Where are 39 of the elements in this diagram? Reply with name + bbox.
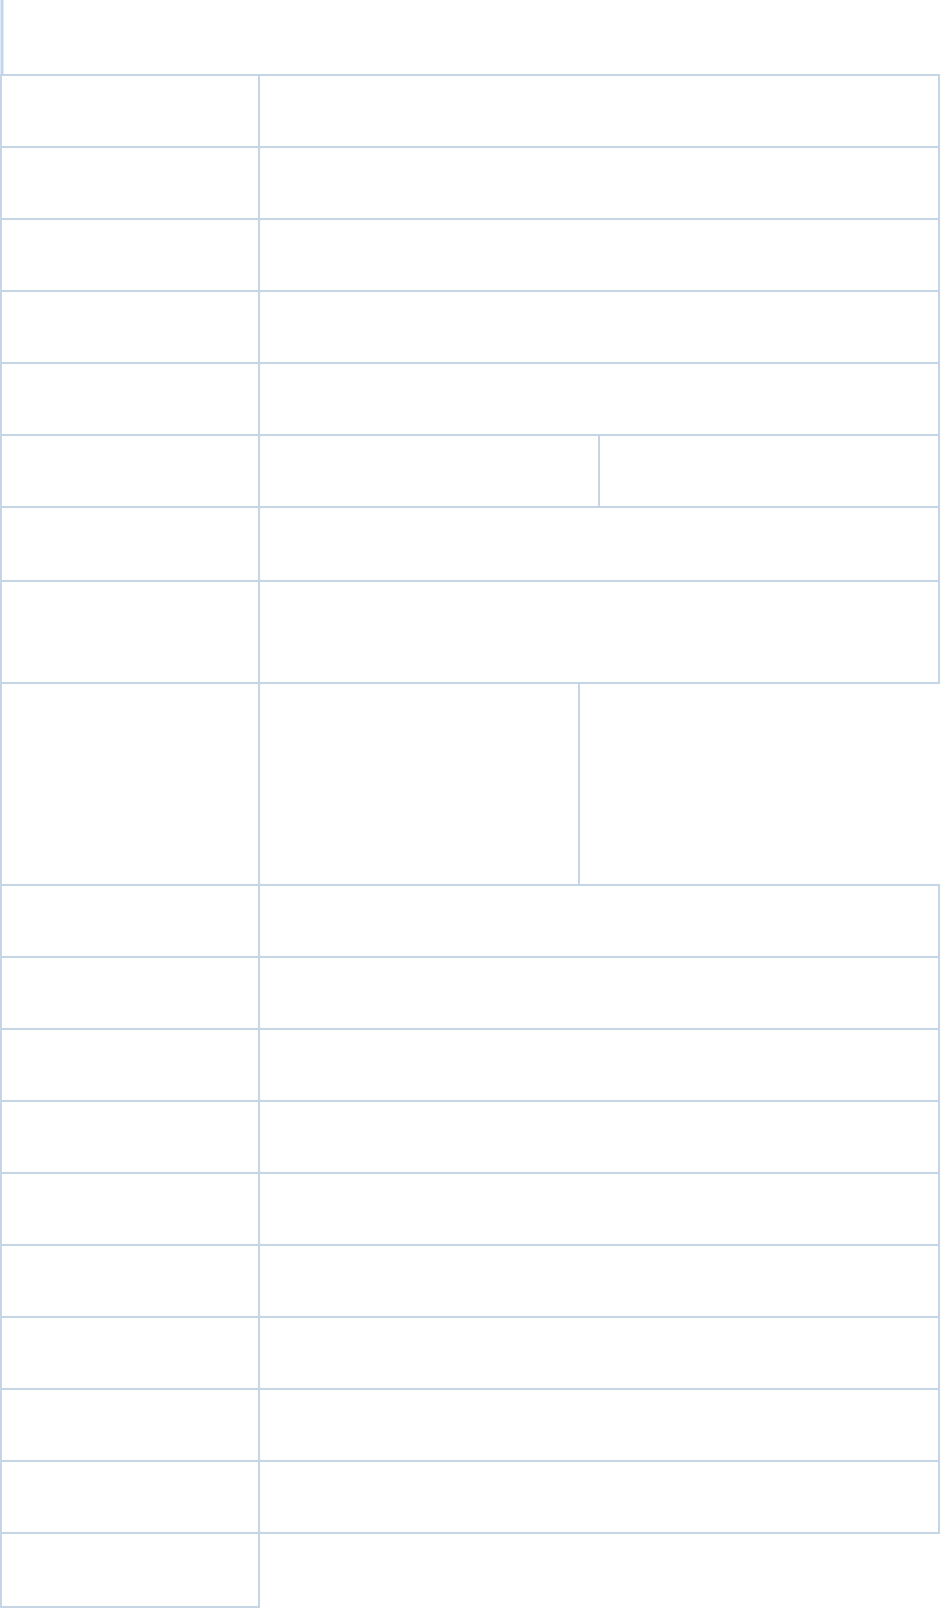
table-cell <box>598 434 940 508</box>
table-cell <box>258 74 940 148</box>
table-cell <box>0 74 260 148</box>
table-cell <box>0 884 260 958</box>
table-cell <box>258 1172 940 1246</box>
table-cell <box>0 682 260 886</box>
table-cell <box>0 434 260 508</box>
table-cell <box>258 290 940 364</box>
table-cell <box>258 884 940 958</box>
table-cell <box>0 1460 260 1534</box>
table-cell <box>0 1100 260 1174</box>
table-cell <box>258 434 600 508</box>
table-cell <box>258 1388 940 1462</box>
table-cell <box>0 1244 260 1318</box>
table-cell <box>0 956 260 1030</box>
table-cell <box>258 682 580 886</box>
table-cell <box>0 290 260 364</box>
table-cell <box>0 506 260 582</box>
table-cell <box>258 1316 940 1390</box>
table-cell <box>258 146 940 220</box>
table-cell <box>578 682 940 886</box>
table-cell <box>0 1532 260 1608</box>
table-cell <box>258 1100 940 1174</box>
table-cell <box>0 362 260 436</box>
table-cell <box>0 1172 260 1246</box>
table-cell <box>0 218 260 292</box>
table-cell <box>258 956 940 1030</box>
table-cell <box>258 218 940 292</box>
table-cell <box>0 146 260 220</box>
table-cell <box>258 1028 940 1102</box>
table-cell <box>0 1388 260 1462</box>
table-cell <box>0 1028 260 1102</box>
table-cell <box>0 580 260 684</box>
table-cell <box>0 1316 260 1390</box>
table-cell <box>258 362 940 436</box>
table-cell <box>258 1244 940 1318</box>
table-cell <box>258 580 940 684</box>
table-cell <box>258 1460 940 1534</box>
table-cell <box>258 506 940 582</box>
